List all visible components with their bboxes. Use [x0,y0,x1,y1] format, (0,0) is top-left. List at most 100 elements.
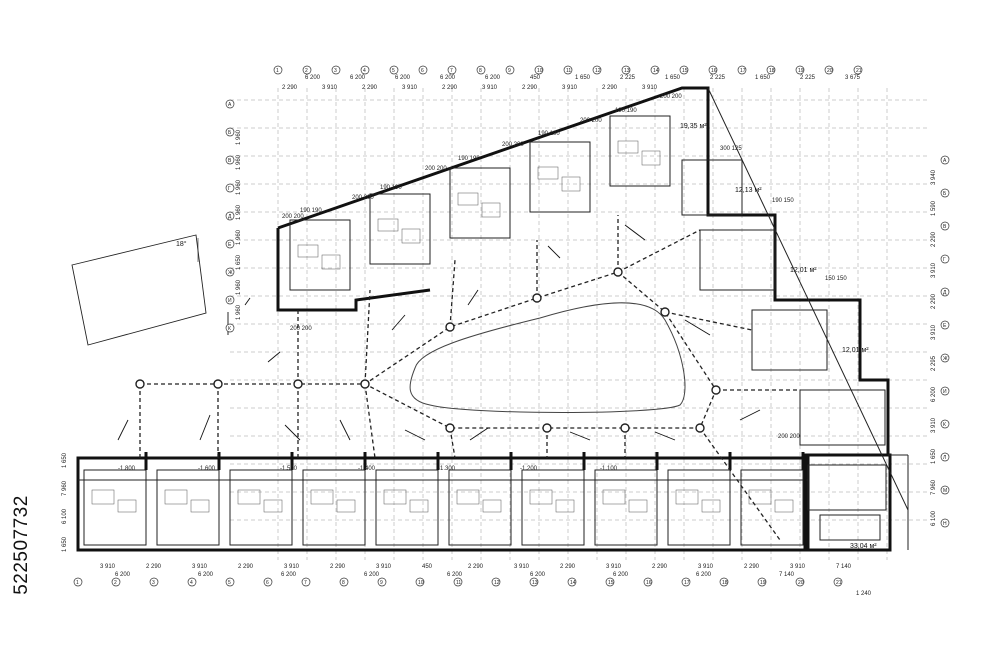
dimension-text: 6 200 [613,572,629,578]
level-mark: -1.300 [438,466,456,472]
route-node [695,423,705,433]
axis-label: 12 [595,68,601,74]
axis-bubble [225,211,235,221]
arrow [404,429,426,441]
axis-label: 6 [266,580,269,586]
furniture-table [748,489,772,505]
axis-label: И [228,298,232,304]
level-mark: -1.100 [600,466,618,472]
axis-bubble [418,65,428,75]
axis-label: Ж [943,356,948,362]
dimension-text: 3 940 [931,169,937,185]
wall-dimension: 190 150 [772,198,794,204]
dimension-text: 2 290 [442,85,458,91]
axis-label: Ж [228,270,233,276]
corner-block-outline [803,453,892,552]
route-node [445,322,455,332]
room-right-1 [681,159,743,216]
route-branch [664,311,753,331]
axis-label: 8 [479,68,482,74]
right-wing-rooms [681,159,887,541]
axis-bubble [719,577,729,587]
furniture-table [383,489,407,505]
axis-label: Н [943,521,947,527]
dimension-text: 6 200 [447,572,463,578]
dimension-text: 3 910 [790,564,806,570]
furniture-table [164,489,188,505]
axis-bubble [505,65,515,75]
axis-bubble [940,386,950,396]
wall-dimension: 200 200 [660,94,682,100]
furniture-table [617,140,639,154]
dimension-text: 2 225 [800,75,816,81]
dimension-text: 6 200 [198,572,214,578]
axis-bubble [225,127,235,137]
axis-label: 7 [304,580,307,586]
axis-label: М [943,488,947,494]
axis-label: 1 [276,68,279,74]
level-mark: -1.500 [280,466,298,472]
dimension-text: 1 960 [236,154,242,170]
furniture-table [529,489,553,505]
level-mark: -1.800 [118,466,136,472]
route-node [542,423,552,433]
axis-bubble [940,419,950,429]
axis-bubble [360,65,370,75]
axis-label: 18 [769,68,775,74]
furniture-table [91,489,115,505]
axis-bubble [263,577,273,587]
dimension-text: 2 290 [330,564,346,570]
dimension-text: 3 675 [845,75,861,81]
dimension-text: 2 290 [931,231,937,247]
dimension-text: 6 200 [696,572,712,578]
axis-bubble [225,239,235,249]
dimension-text: 2 225 [710,75,726,81]
axis-bubble [529,577,539,587]
room-bottom [521,469,585,546]
axis-label: Б [228,130,232,136]
dimension-text: 6 200 [530,572,546,578]
furniture-table [628,499,648,513]
axis-bubble [415,577,425,587]
arrow [624,224,646,241]
axis-label: 13 [532,580,538,586]
room-corner-2 [819,514,881,541]
axis-bubble [187,577,197,587]
axis-bubble [940,287,950,297]
furniture-table [263,499,283,513]
axis-bubble [225,295,235,305]
dimension-text: 1 650 [62,452,68,468]
courtyard-island [409,302,686,413]
room-bottom [667,469,731,546]
axis-bubble [605,577,615,587]
room-bottom [229,469,293,546]
arrow [199,414,211,441]
axis-bubble [650,65,660,75]
dimension-text: 2 290 [744,564,760,570]
axis-label: Е [943,323,947,329]
dimension-text: 3 910 [284,564,300,570]
dimension-text: 1 960 [236,179,242,195]
dimension-text: 2 290 [560,564,576,570]
axis-label: 14 [570,580,576,586]
dimension-text: 1 650 [62,536,68,552]
axis-bubble [273,65,283,75]
axis-bubble [757,577,767,587]
room-bottom [740,469,804,546]
axis-label: 20 [827,68,833,74]
axis-label: 1 [76,580,79,586]
furniture-table [641,150,661,166]
dimension-text: 6 200 [440,75,456,81]
dimension-text: 2 290 [146,564,162,570]
furniture-table [561,176,581,192]
area-label: 12,01 м² [790,267,817,274]
room-bottom [83,469,147,546]
dimension-text: 6 200 [364,572,380,578]
dimension-text: 3 910 [606,564,622,570]
route-node [620,423,630,433]
axis-label: Г [228,186,231,192]
